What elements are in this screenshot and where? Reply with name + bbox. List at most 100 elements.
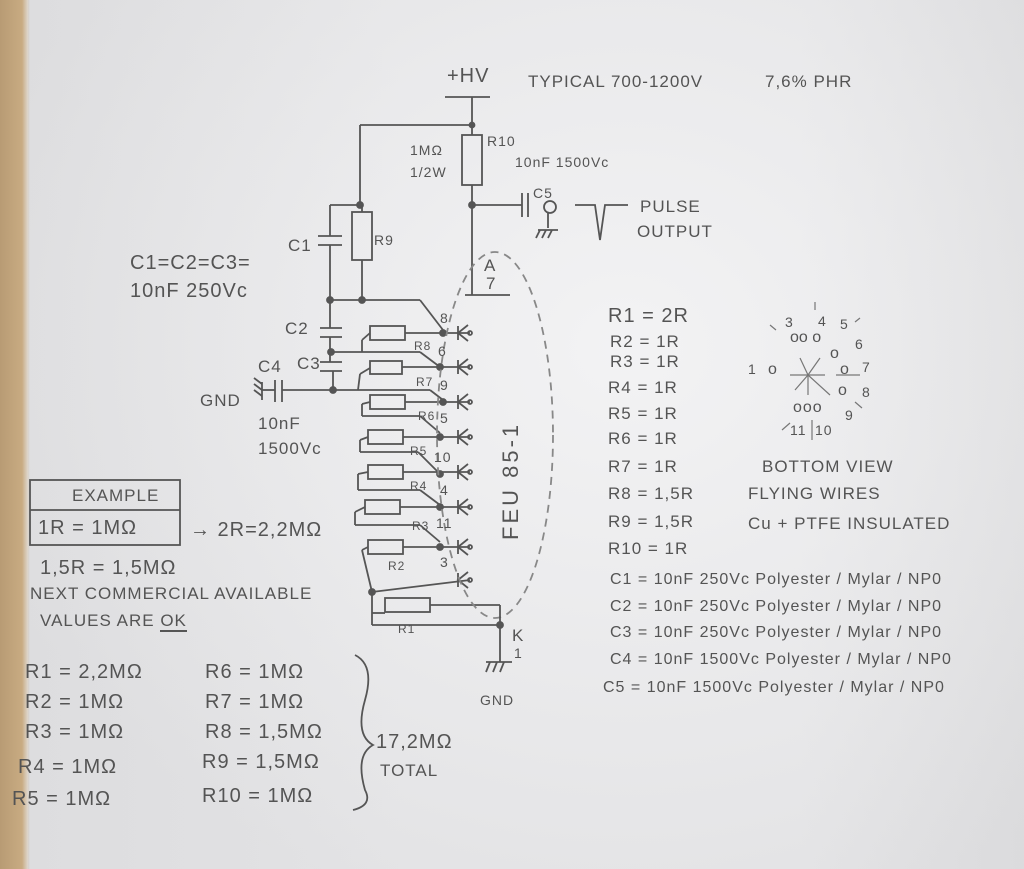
- pinout-pin: 4: [818, 313, 827, 329]
- c1-label: C1: [288, 236, 312, 255]
- example-rule2: 1,5R = 1,5MΩ: [40, 557, 177, 579]
- pinout-pin: 6: [855, 336, 864, 352]
- dynode-nodes: [436, 329, 447, 551]
- resistor-label: R6: [418, 409, 436, 423]
- ratio-item: R5 = 1R: [608, 404, 678, 423]
- ratio-item: R10 = 1R: [608, 539, 689, 558]
- pulse-output-line1: PULSE: [640, 197, 701, 216]
- resistor-label: R4: [410, 479, 428, 493]
- resistor-value: R4 = 1MΩ: [18, 756, 118, 778]
- pinout-pin: 9: [845, 407, 854, 423]
- c5-spec: 10nF 1500Vc: [515, 154, 610, 170]
- pinout-pin: 3: [785, 314, 794, 330]
- pin-label: 9: [440, 377, 449, 393]
- resistor-value: R8 = 1,5MΩ: [205, 721, 323, 743]
- resistor-label: R2: [388, 559, 406, 573]
- example-title: EXAMPLE: [72, 486, 160, 505]
- c5-label: C5: [533, 185, 553, 201]
- resistor-label: R3: [412, 519, 430, 533]
- cap-note-1: C1=C2=C3=: [130, 252, 251, 274]
- note2-text: VALUES ARE: [40, 611, 155, 630]
- example-note1: NEXT COMMERCIAL AVAILABLE: [30, 584, 313, 603]
- r10-value: 1MΩ: [410, 142, 443, 158]
- r9-label: R9: [374, 232, 394, 248]
- pin-label: 5: [440, 410, 449, 426]
- resistor-label: R5: [410, 444, 428, 458]
- resistor-value: R7 = 1MΩ: [205, 691, 305, 713]
- resistor-value: R1 = 2,2MΩ: [25, 661, 143, 683]
- tube-label: FEU 85-1: [498, 421, 523, 540]
- example-box: [29, 479, 181, 546]
- resistor-r10: [461, 134, 483, 186]
- r10-label: R10: [487, 133, 516, 149]
- divider-resistors: [354, 325, 500, 626]
- capacitor-spec: C1 = 10nF 250Vc Polyester / Mylar / NP0: [610, 571, 943, 588]
- ratio-item: R6 = 1R: [608, 429, 678, 448]
- pulse-output-line2: OUTPUT: [637, 222, 713, 241]
- resistor-value: R2 = 1MΩ: [25, 691, 125, 713]
- pin-circle: o: [768, 361, 778, 378]
- ratio-item: R2 = 1R: [610, 332, 680, 351]
- resistor-value: R3 = 1MΩ: [25, 721, 125, 743]
- ratio-item: R7 = 1R: [608, 457, 678, 476]
- pin-circle: o: [838, 382, 848, 399]
- c4-label: C4: [258, 357, 282, 376]
- resistor-value: R6 = 1MΩ: [205, 661, 305, 683]
- capacitor-spec: C4 = 10nF 1500Vc Polyester / Mylar / NP0: [610, 651, 952, 668]
- ratio-item: R9 = 1,5R: [608, 512, 695, 531]
- resistor-value: R5 = 1MΩ: [12, 788, 112, 810]
- pinout-pin: 10: [815, 422, 833, 438]
- pinout-caption: BOTTOM VIEW: [762, 457, 894, 476]
- pin-circle: o: [840, 361, 850, 378]
- pinout-pin: 11: [790, 422, 807, 438]
- cathode-label: K: [512, 626, 525, 645]
- capacitor-spec: C2 = 10nF 250Vc Polyester / Mylar / NP0: [610, 598, 943, 615]
- hv-rail: [360, 96, 490, 135]
- pin-label: 6: [438, 343, 447, 359]
- example-note2: VALUES ARE OK: [40, 611, 187, 632]
- r10-power: 1/2W: [410, 164, 447, 180]
- gnd-bottom-label: GND: [480, 692, 515, 708]
- pinout-pin: 1: [748, 361, 757, 377]
- pin-label: 10: [434, 449, 452, 465]
- pinout-pin: 5: [840, 316, 849, 332]
- resistor-value: R9 = 1,5MΩ: [202, 751, 320, 773]
- tube-outline: [436, 251, 554, 619]
- ratio-item: R4 = 1R: [608, 378, 678, 397]
- capacitor-c5: [472, 193, 558, 239]
- pin-label: 4: [440, 482, 449, 498]
- ratio-item: R3 = 1R: [610, 352, 680, 371]
- total-label: TOTAL: [380, 761, 439, 780]
- pin-label: 11: [436, 515, 453, 531]
- capacitor-spec: C3 = 10nF 250Vc Polyester / Mylar / NP0: [610, 624, 943, 641]
- total-brace: [352, 654, 375, 811]
- total-value: 17,2MΩ: [376, 731, 453, 753]
- pinout-pin: 8: [862, 384, 871, 400]
- pin-circle: ooo: [793, 399, 823, 416]
- capacitor-spec: C5 = 10nF 1500Vc Polyester / Mylar / NP0: [603, 679, 945, 696]
- c3-label: C3: [297, 354, 321, 373]
- pulse-waveform: [575, 204, 628, 241]
- typical-voltage: TYPICAL 700-1200V: [528, 72, 704, 91]
- resistor-label: R8: [414, 339, 432, 353]
- example-rule: 1R = 1MΩ: [38, 517, 138, 539]
- resistor-label: R1: [398, 622, 416, 636]
- ratio-item: R1 = 2R: [608, 305, 689, 327]
- anode-label: A: [484, 256, 497, 275]
- example-arrow: → 2R=2,2MΩ: [190, 519, 323, 541]
- pin-circle: o: [830, 345, 840, 362]
- gnd-left-label: GND: [200, 391, 241, 410]
- paper-background: [28, 0, 1024, 869]
- ok-text: OK: [160, 611, 187, 632]
- pin-label: 8: [440, 310, 449, 326]
- hv-label: +HV: [447, 65, 490, 87]
- phr-label: 7,6% PHR: [765, 72, 853, 91]
- resistor-value: R10 = 1MΩ: [202, 785, 314, 807]
- resistor-label: R7: [416, 375, 434, 389]
- cathode-pin: 1: [514, 645, 523, 661]
- pinout-caption: FLYING WIRES: [748, 484, 881, 503]
- cathode-ground: [485, 605, 512, 673]
- pin-circle: oo o: [790, 329, 822, 346]
- c1-r9-network: [318, 125, 444, 331]
